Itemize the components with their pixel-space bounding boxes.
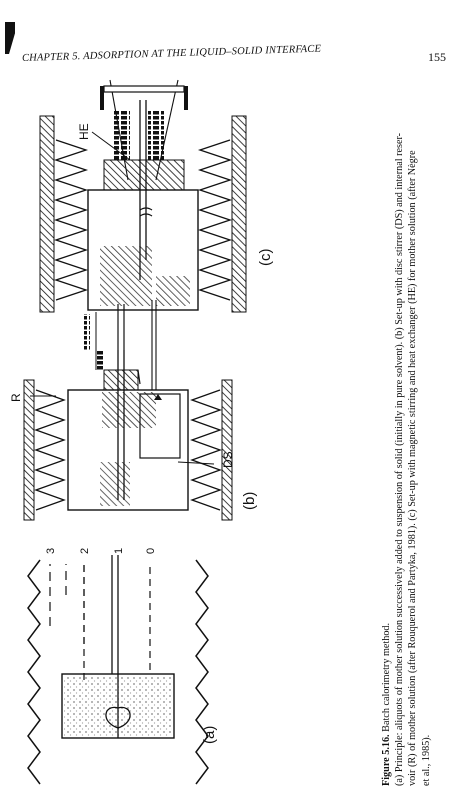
printer-corner-mark: [5, 22, 15, 54]
panel-a-label: (a): [201, 726, 218, 744]
figure-caption: Figure 5.16. Batch calorimetry method. (…: [380, 106, 433, 786]
caption-line-1: (a) Principle: aliquots of mother soluti…: [394, 132, 406, 786]
figure-number: Figure 5.16.: [381, 734, 392, 786]
running-head: CHAPTER 5. ADSORPTION AT THE LIQUID–SOLI…: [22, 44, 452, 70]
rotated-figure-area: 3 2 1 0 (a): [0, 76, 464, 800]
chapter-title: CHAPTER 5. ADSORPTION AT THE LIQUID–SOLI…: [21, 43, 322, 64]
page-number: 155: [428, 50, 446, 64]
panel-c-diagram: [39, 79, 247, 313]
callout-HE: HE: [77, 123, 91, 140]
figure-5-16: 3 2 1 0 (a): [9, 79, 274, 785]
callout-DS: DS: [221, 451, 235, 468]
panel-b-label: (b): [241, 492, 258, 510]
level-label-2: 2: [79, 548, 91, 554]
level-label-1: 1: [113, 548, 125, 554]
level-label-0: 0: [145, 548, 157, 554]
panel-b-diagram: [23, 300, 233, 521]
caption-line-2: voir (R) of mother solution (after Rouqu…: [407, 150, 419, 786]
panel-c-label: (c): [257, 249, 274, 267]
caption-line-3: et al., 1985).: [420, 734, 432, 786]
figure-stage: 3 2 1 0 (a): [0, 76, 464, 800]
caption-heading: Figure 5.16. Batch calorimetry method.: [380, 106, 393, 786]
figure-title: Batch calorimetry method.: [381, 622, 392, 732]
panel-a-diagram: [27, 555, 209, 785]
level-label-3: 3: [45, 548, 57, 554]
callout-R: R: [9, 393, 23, 402]
